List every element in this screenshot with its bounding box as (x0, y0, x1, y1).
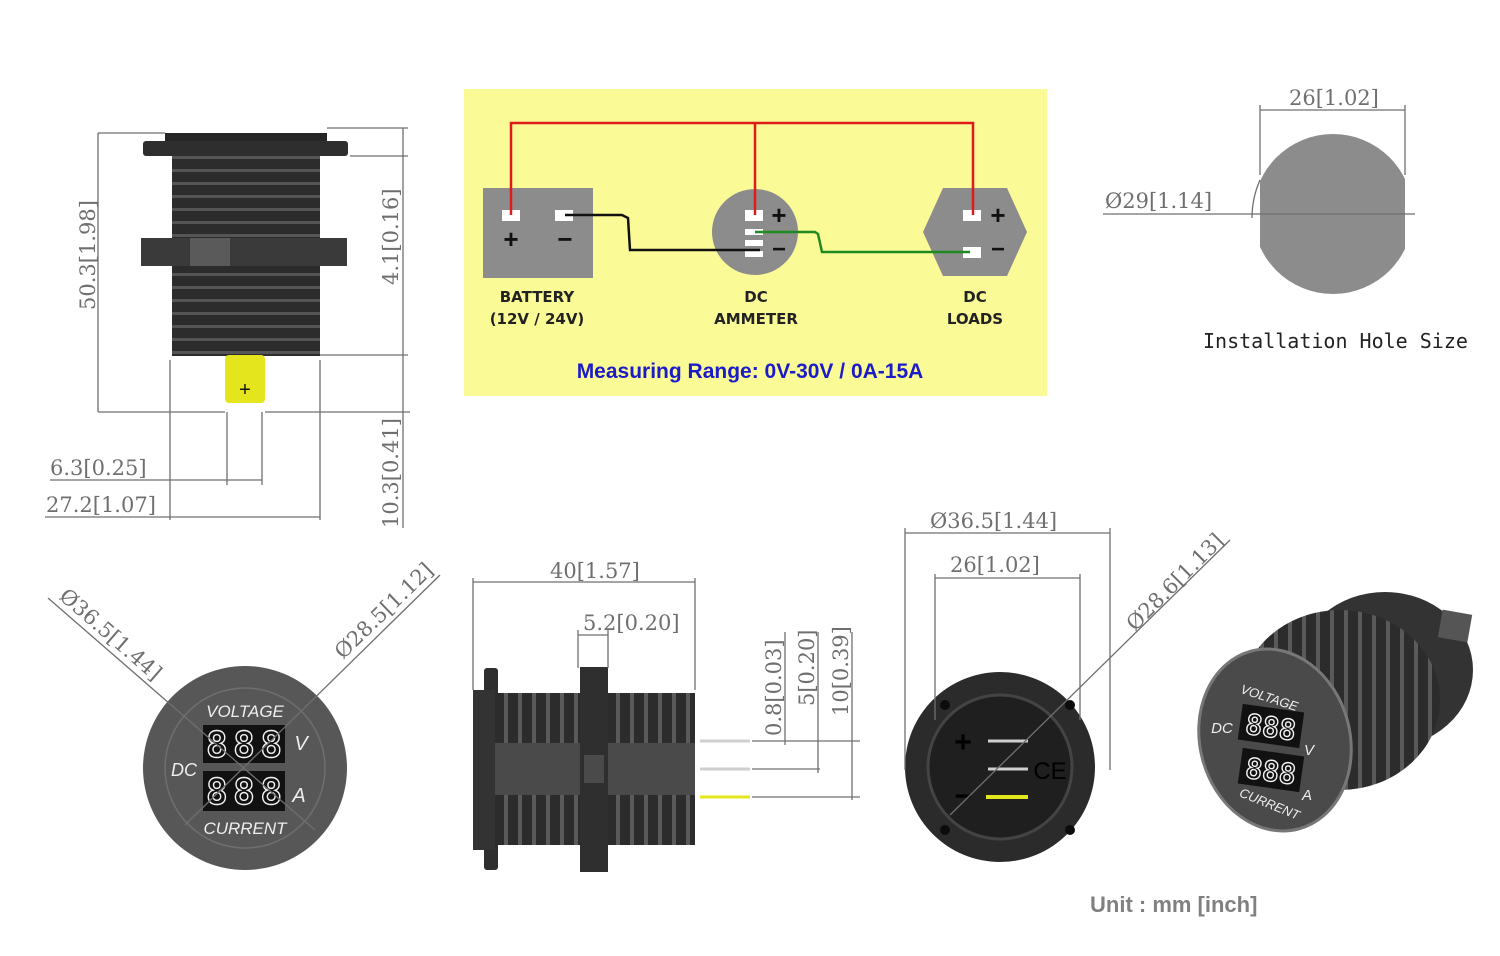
loads-minus: − (991, 236, 1005, 263)
dim-pin-gap-2: 5[0.20] (795, 629, 819, 706)
dim-terminal-length: 10.3[0.41] (379, 418, 403, 528)
side-view-bottom: 40[1.57] 5.2[0.20] 0.8[0.03] 5[0.20] 10[… (472, 559, 860, 872)
label-current: CURRENT (203, 819, 288, 838)
wiring-diagram: + − + − + − BATTERY (12V / 24V) DC AMMET… (464, 89, 1047, 396)
bezel-inner-ring (164, 687, 326, 849)
perspective-unit-v: V (1304, 742, 1316, 759)
ammeter-terminal (745, 240, 763, 246)
flange-rim (165, 133, 327, 141)
battery-label: BATTERY (500, 288, 576, 306)
loads-label-bottom: LOADS (947, 310, 1003, 328)
negative-wire (565, 213, 760, 252)
ammeter-label-bottom: AMMETER (714, 310, 798, 328)
ammeter-terminal (745, 210, 763, 221)
perspective-voltage-digits: 888 (1243, 708, 1298, 748)
loads-terminal-minus (963, 247, 981, 258)
dim-rear-outer-diameter: Ø36.5[1.44] (930, 509, 1057, 533)
dim-nut-width: 5.2[0.20] (583, 611, 680, 635)
mount-hole (1065, 825, 1075, 835)
perspective-current-digits: 888 (1243, 752, 1298, 792)
ammeter-minus: − (772, 236, 786, 263)
flange-face (473, 690, 495, 850)
dim-front-inner-diameter: Ø28.5[1.12] (330, 558, 438, 664)
mount-hole (1065, 700, 1075, 710)
dim-flange-thickness: 4.1[0.16] (379, 188, 403, 285)
ce-mark: CE (1033, 758, 1066, 785)
perspective-view: 888 888 VOLTAGE CURRENT DC V A (1197, 592, 1473, 833)
dim-front-outer-diameter: Ø36.5[1.44] (55, 584, 167, 686)
unit-a: A (291, 785, 305, 807)
installation-hole-caption: Installation Hole Size (1203, 329, 1468, 353)
perspective-display-current (1237, 747, 1305, 793)
perspective-display-voltage (1237, 703, 1305, 749)
loads-hexagon (923, 188, 1027, 276)
unit-note: Unit : mm [inch] (1090, 892, 1257, 917)
front-view: 888 888 VOLTAGE CURRENT DC V A Ø36.5[1.4… (47, 558, 441, 870)
rear-view: + − CE Ø36.5[1.44] 26[1.02] Ø28.6[1.13] (904, 509, 1231, 862)
dim-line (47, 597, 316, 831)
perspective-terminal (1437, 609, 1473, 643)
mounting-nut (141, 238, 347, 266)
label-dc: DC (171, 760, 198, 780)
rear-plus: + (954, 726, 972, 759)
ammeter-plus: + (771, 200, 786, 230)
perspective-label-dc: DC (1211, 720, 1233, 737)
dim-hole-flat-width: 26[1.02] (1289, 86, 1379, 110)
dim-line (949, 539, 1231, 816)
dim-pin-gap-3: 10[0.39] (829, 626, 853, 716)
loads-plus: + (990, 200, 1005, 230)
ammeter-terminal (745, 251, 763, 257)
mount-hole (940, 700, 950, 710)
dim-rear-flat-width: 26[1.02] (950, 553, 1040, 577)
load-wire (755, 230, 970, 254)
dim-total-height: 50.3[1.98] (76, 200, 100, 310)
crosshair-icon: + (239, 379, 251, 401)
battery-terminal-plus (502, 210, 520, 221)
positive-wire (509, 121, 975, 215)
battery-minus: − (557, 224, 572, 254)
flange (143, 141, 348, 156)
loads-label-top: DC (963, 288, 986, 306)
ammeter-terminal (745, 229, 763, 235)
rear-minus: − (954, 780, 972, 813)
unit-v: V (294, 733, 309, 755)
battery-plus: + (503, 224, 518, 254)
dim-terminal-width: 6.3[0.25] (50, 456, 147, 480)
loads-terminal-plus (963, 210, 981, 221)
battery-spec: (12V / 24V) (490, 310, 585, 328)
dim-pin-gap-1: 0.8[0.03] (762, 639, 786, 736)
ammeter-label-top: DC (744, 288, 767, 306)
dim-hole-diameter: Ø29[1.14] (1105, 189, 1212, 213)
perspective-unit-a: A (1301, 787, 1312, 804)
battery-terminal-minus (555, 210, 573, 221)
dim-thread-diameter: Ø28.6[1.13] (1122, 529, 1229, 636)
display-current (203, 771, 285, 811)
mount-hole (940, 825, 950, 835)
nut-highlight (190, 238, 230, 266)
battery-block (483, 188, 593, 278)
dim-total-length: 40[1.57] (550, 559, 640, 583)
installation-hole: 26[1.02] Ø29[1.14] Installation Hole Siz… (1103, 86, 1468, 353)
dim-arc (1251, 179, 1261, 219)
dim-body-width: 27.2[1.07] (46, 493, 156, 517)
measuring-range: Measuring Range: 0V-30V / 0A-15A (577, 360, 924, 383)
nut-face (584, 755, 604, 783)
dim-line (184, 574, 441, 826)
terminal-pin (225, 355, 265, 403)
side-view-top: + 50.3[1.98] 4.1[0.16] 10.3[0.41] 6.3[0.… (45, 127, 410, 528)
label-voltage: VOLTAGE (206, 702, 284, 721)
